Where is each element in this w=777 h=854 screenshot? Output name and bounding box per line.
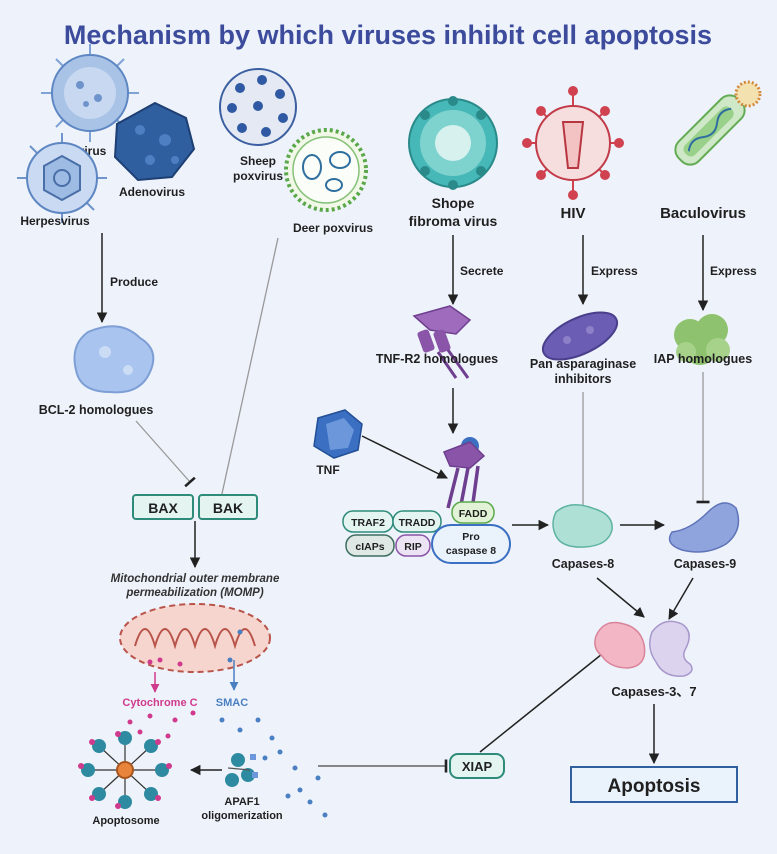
adenovirus-label: Adenovirus — [119, 185, 185, 199]
bak-box — [198, 494, 258, 520]
caspase8-to-caspase37-arrow — [596, 577, 645, 618]
apaf1-label-line1: APAF1 — [224, 796, 259, 808]
secrete-label: Secrete — [460, 264, 504, 278]
bax-box — [132, 494, 194, 520]
caspase9-icon — [668, 502, 740, 553]
fadd-pill — [451, 501, 495, 524]
sheep-poxvirus-label-line1: Sheep — [240, 154, 276, 168]
traf2-label: TRAF2 — [351, 517, 385, 529]
smac-particles — [219, 717, 328, 818]
caspase37-label: Capases-3、7 — [611, 684, 696, 699]
baculovirus-icon — [674, 80, 762, 166]
rip-label: RIP — [404, 541, 422, 553]
bcl2-protein-icon — [73, 325, 155, 394]
tnfr2-label: TNF-R2 homologues — [376, 352, 498, 366]
xiap-label: XIAP — [462, 759, 493, 774]
iap-protein-icon — [674, 314, 730, 365]
tnf-binding-arrow — [361, 435, 448, 479]
adenovirus-icon — [113, 101, 196, 182]
hiv-label: HIV — [560, 205, 585, 222]
apaf1-label-line2: oligomerization — [201, 810, 283, 822]
pan-asparaginase-label-line2: inhibitors — [555, 372, 612, 386]
caspase37-icon — [594, 620, 693, 677]
apoptosis-label: Apoptosis — [608, 776, 701, 797]
shope-fibroma-virus-label-line1: Shope — [432, 195, 475, 211]
deer-poxvirus-label: Deer poxvirus — [293, 221, 373, 235]
iap-label: IAP homologues — [654, 352, 752, 366]
pan-asparaginase-inhibitor-icon — [541, 311, 619, 361]
hiv-virus-icon — [522, 86, 624, 200]
shope-fibroma-virus-icon — [408, 96, 498, 190]
apoptosome-icon — [78, 731, 172, 809]
apoptosome-label: Apoptosome — [92, 815, 159, 827]
mitochondrion-icon — [119, 603, 271, 673]
xiap-box — [449, 753, 505, 779]
caspase9-label: Capases-9 — [674, 557, 737, 571]
caspase9-to-caspase37-arrow — [668, 577, 694, 620]
momp-label-line1: Mitochondrial outer membrane — [111, 573, 280, 585]
caspase8-icon — [552, 504, 613, 548]
ciaps-pill — [345, 534, 395, 557]
shope-fibroma-virus-label-line2: fibroma virus — [409, 213, 498, 229]
bcl2-label: BCL-2 homologues — [39, 403, 154, 417]
tnf-receptor-icon — [443, 437, 486, 511]
diagram-title: Mechanism by which viruses inhibit cell … — [64, 20, 712, 50]
caspase8-label: Capases-8 — [552, 557, 615, 571]
tnfr2-protein-icon — [412, 305, 472, 379]
apaf1-oligomer-icon — [225, 753, 258, 787]
smac-label: SMAC — [216, 697, 248, 709]
cytc-label: Cytochrome C — [122, 697, 197, 709]
bak-label: BAK — [213, 500, 243, 516]
tnf-label: TNF — [316, 463, 339, 477]
tnf-protein-icon — [313, 409, 363, 459]
fadd-label: FADD — [459, 508, 488, 520]
eb-virus-icon — [41, 44, 139, 142]
tradd-pill — [392, 510, 442, 533]
pan-asparaginase-label-line1: Pan asparaginase — [530, 357, 636, 371]
pro-caspase8-label-line2: caspase 8 — [446, 545, 496, 557]
momp-label-line2: permeabilization (MOMP) — [125, 587, 264, 599]
tradd-label: TRADD — [399, 517, 436, 529]
pro-caspase8-label-line1: Pro — [462, 531, 480, 543]
sheep-poxvirus-icon — [219, 68, 297, 146]
express-hiv-label: Express — [591, 264, 638, 278]
herpesvirus-label: Herpesvirus — [20, 214, 90, 228]
poxvirus-inhibit-line — [211, 237, 279, 515]
bax-label: BAX — [148, 500, 178, 516]
pro-caspase8-pill — [431, 524, 511, 564]
deer-poxvirus-icon — [284, 128, 368, 212]
xiap-to-caspase37-arrow — [479, 645, 613, 753]
ciaps-label: cIAPs — [355, 541, 384, 553]
apoptosis-box — [570, 766, 738, 803]
bcl2-inhibit-bax-line — [135, 420, 196, 488]
herpesvirus-icon — [17, 133, 107, 223]
sheep-poxvirus-label-line2: poxvirus — [233, 169, 283, 183]
produce-label: Produce — [110, 275, 158, 289]
express-baculo-label: Express — [710, 264, 757, 278]
cytochrome-c-particles — [127, 710, 196, 739]
rip-pill — [395, 534, 431, 557]
disc-complex: TRAF2 TRADD FADD cIAPs RIP Pro caspase 8 — [342, 501, 511, 564]
baculovirus-label: Baculovirus — [660, 205, 746, 222]
